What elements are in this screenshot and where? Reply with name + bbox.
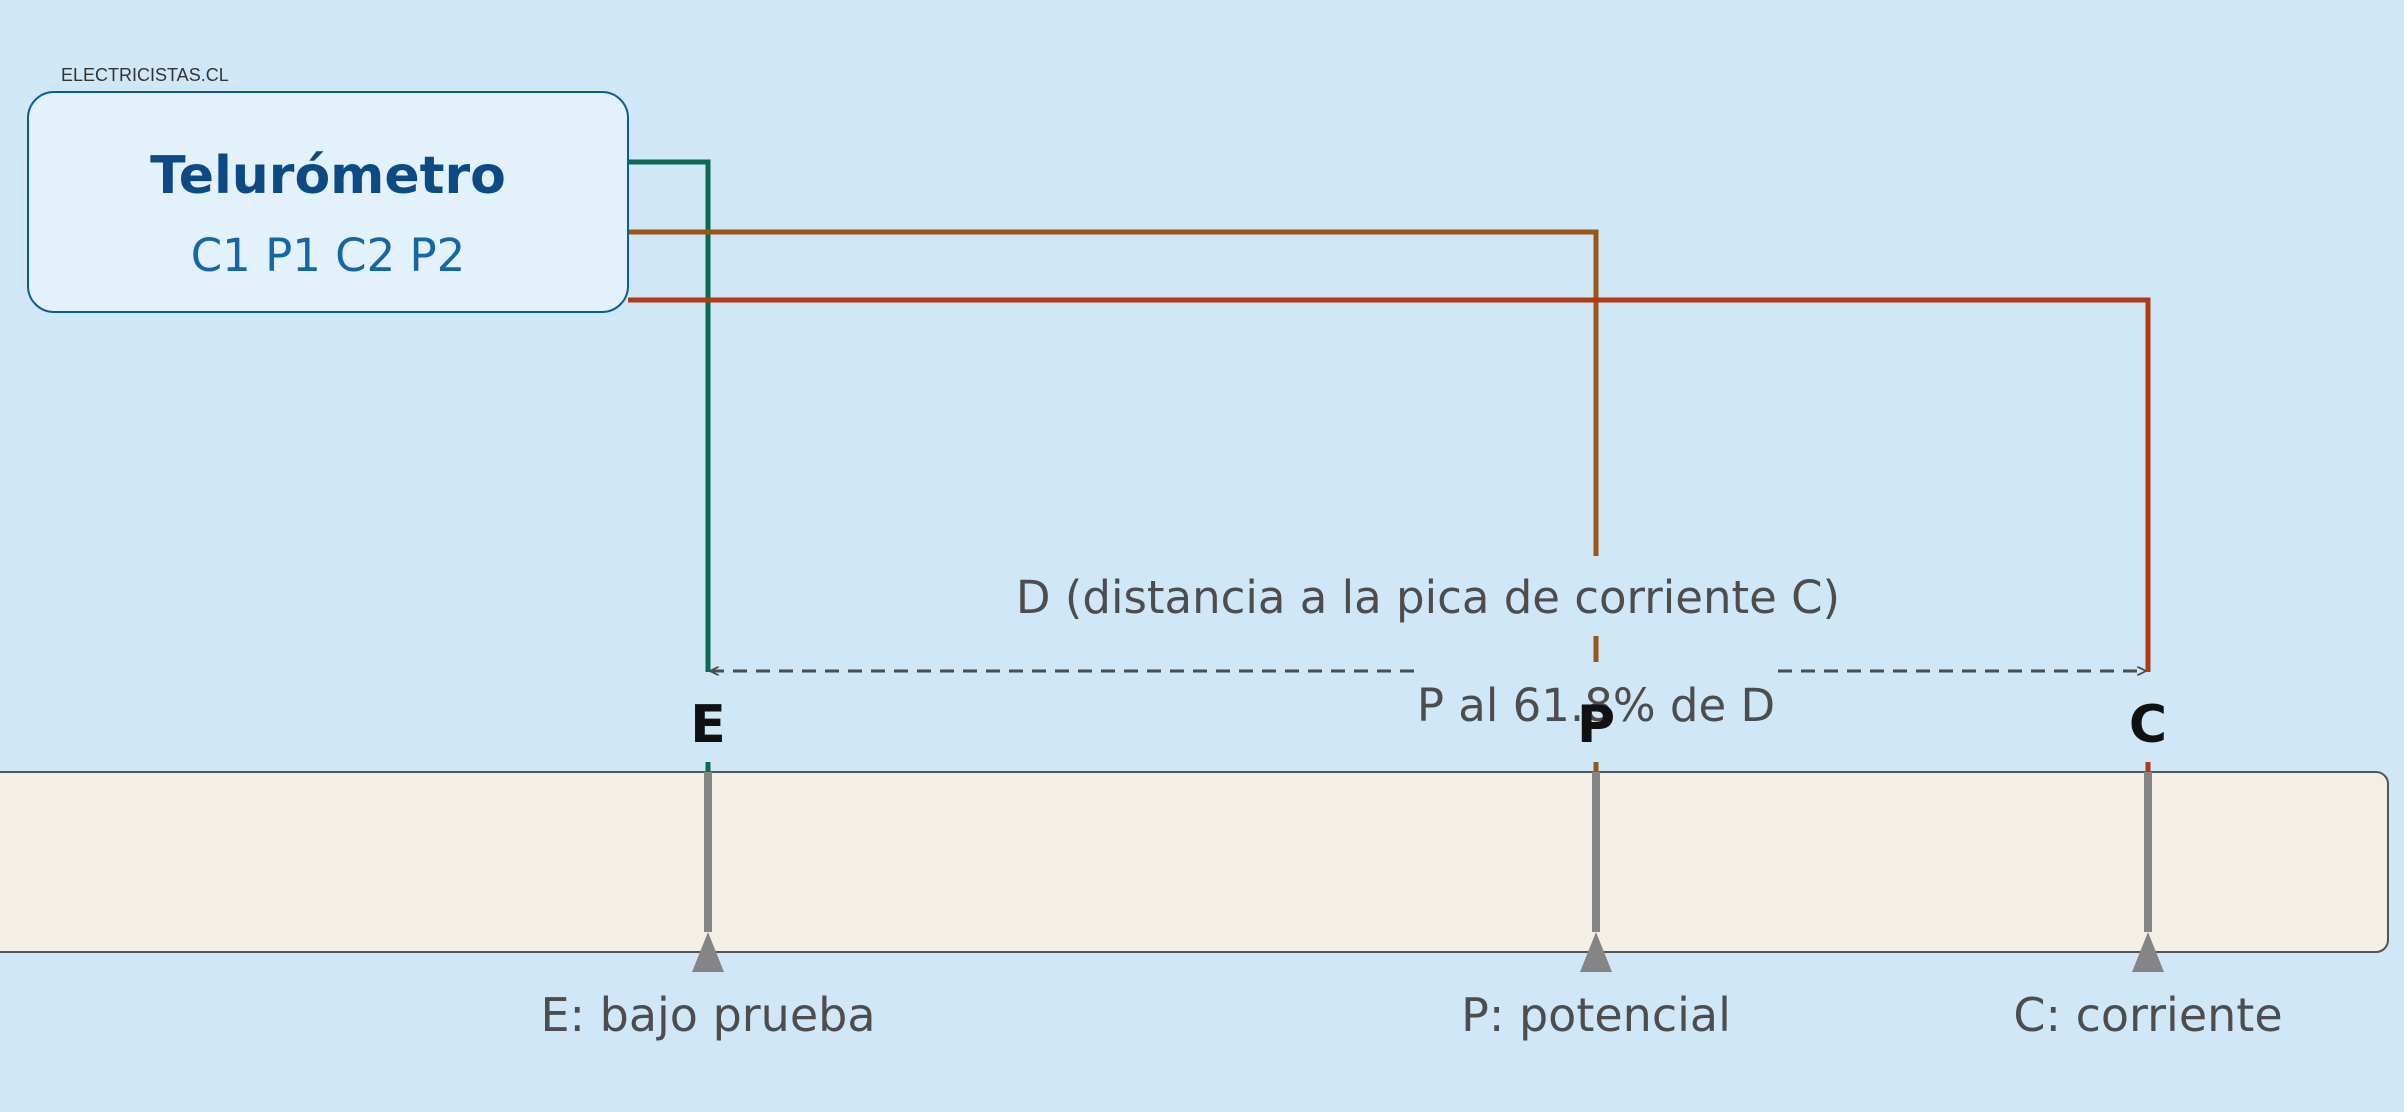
stake-e-letter: E <box>690 695 726 755</box>
stake-p-tip-icon <box>1580 932 1612 972</box>
lead-e-wire <box>628 159 711 672</box>
stake-c-caption: C: corriente <box>2013 988 2282 1042</box>
stake-c-letter: C <box>2129 695 2167 755</box>
stake-e-rod <box>704 772 712 932</box>
stake-p <box>1580 772 1612 972</box>
stake-c-rod <box>2144 772 2152 932</box>
stake-p-letter: P <box>1577 695 1615 755</box>
stake-c-tip-icon <box>2132 932 2164 972</box>
potential-position-label: P al 61.8% de D <box>1417 679 1775 732</box>
stake-p-rod <box>1592 772 1600 932</box>
lead-c-wire <box>628 297 2151 672</box>
brand-label: ELECTRICISTAS.CL <box>61 65 229 85</box>
stake-c <box>2132 772 2164 972</box>
stake-p-caption: P: potencial <box>1461 988 1731 1042</box>
lead-p-wire <box>628 229 1599 556</box>
ground-strip <box>0 771 2389 953</box>
device-ports: C1 P1 C2 P2 <box>191 229 466 282</box>
stake-e-tip-icon <box>692 932 724 972</box>
stake-e-caption: E: bajo prueba <box>540 988 875 1042</box>
stake-e <box>692 772 724 972</box>
device-title: Telurómetro <box>150 146 506 206</box>
distance-label: D (distancia a la pica de corriente C) <box>1016 571 1840 624</box>
earth-tester-device <box>27 91 629 313</box>
